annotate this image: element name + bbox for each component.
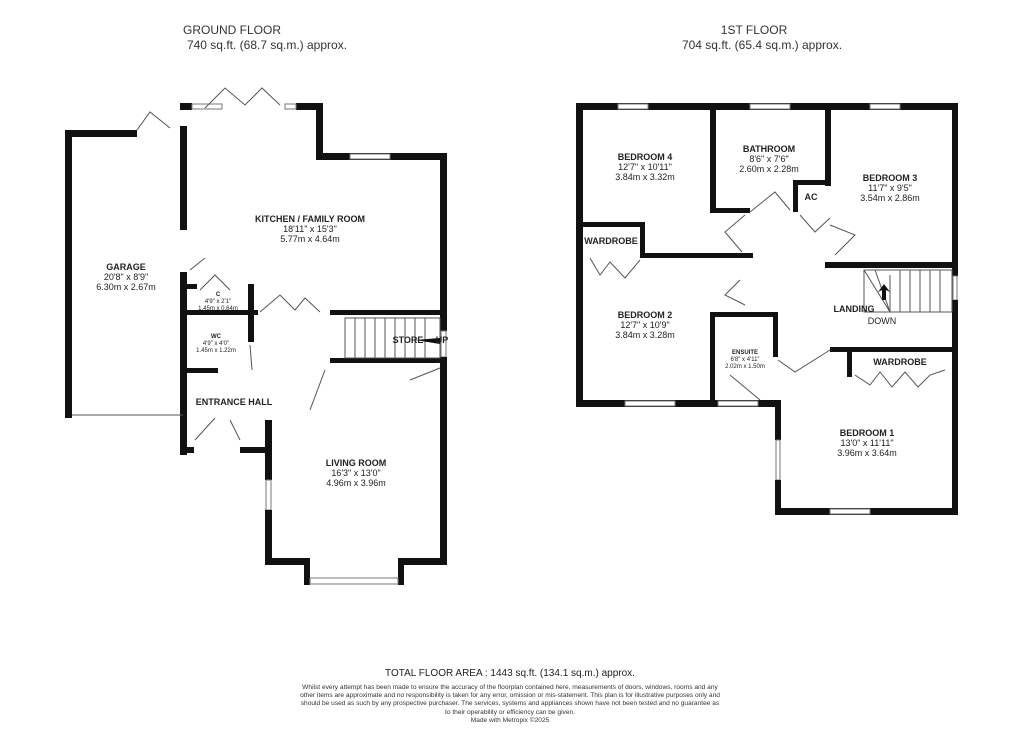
disclaimer: Whilst every attempt has been made to en… [300, 684, 720, 725]
room-label: 16'3" x 13'0" [331, 468, 380, 478]
ground-floor-title: GROUND FLOOR [183, 23, 281, 37]
room-label: WC [211, 334, 222, 340]
room-label: ENTRANCE HALL [196, 397, 273, 407]
first-floor-stairs [589, 191, 953, 401]
room-label: 6'8" x 4'11" [730, 357, 759, 363]
room-label: ENSUITE [732, 350, 758, 356]
room-label: 2.60m x 2.28m [739, 164, 799, 174]
room-label: 11'7" x 9'5" [868, 183, 912, 193]
room-label: UP [436, 335, 449, 345]
room-label: 4.96m x 3.96m [326, 478, 386, 488]
room-label: 4'9" x 2'1" [205, 299, 231, 305]
room-label: 8'6" x 7'6" [749, 154, 788, 164]
room-label: KITCHEN / FAMILY ROOM [255, 214, 365, 224]
ground-floor-area: 740 sq.ft. (68.7 sq.m.) approx. [187, 38, 347, 52]
room-label: BEDROOM 2 [618, 310, 673, 320]
room-label: AC [805, 192, 818, 202]
room-label: 3.84m x 3.28m [615, 330, 675, 340]
room-label: 12'7" x 10'9" [620, 320, 669, 330]
room-label: 13'0" x 11'11" [840, 438, 893, 448]
ground-floor-stairs [136, 87, 441, 441]
room-label: BEDROOM 3 [863, 173, 918, 183]
room-label: 2.02m x 1.50m [725, 364, 765, 370]
room-label: STORE [393, 335, 424, 345]
room-label: 3.54m x 2.86m [860, 193, 920, 203]
first-floor-area: 704 sq.ft. (65.4 sq.m.) approx. [682, 38, 842, 52]
disclaimer-text: Whilst every attempt has been made to en… [300, 684, 720, 716]
room-label: 1.45m x 0.64m [198, 306, 238, 312]
room-label: WARDROBE [873, 357, 927, 367]
room-label: 5.77m x 4.64m [280, 234, 340, 244]
credit: Made with Metropix ©2025 [470, 716, 550, 724]
room-label: 20'8" x 8'9" [104, 272, 148, 282]
room-label: 12'7" x 10'11" [618, 162, 672, 172]
room-label: 1.45m x 1.22m [196, 348, 236, 354]
room-label: LANDING [834, 304, 875, 314]
ground-floor-walls [65, 103, 447, 585]
ground-floor-labels: GARAGE 20'8" x 8'9" 6.30m x 2.67m KITCHE… [96, 214, 448, 488]
total-floor-area: TOTAL FLOOR AREA : 1443 sq.ft. (134.1 sq… [385, 668, 635, 679]
first-floor-labels: BEDROOM 4 12'7" x 10'11" 3.84m x 3.32m B… [584, 144, 927, 458]
room-label: BEDROOM 1 [840, 428, 895, 438]
room-label: 6.30m x 2.67m [96, 282, 156, 292]
room-label: DOWN [868, 316, 897, 326]
room-label: 4'9" x 4'0" [203, 341, 229, 347]
first-floor-title: 1ST FLOOR [721, 23, 788, 37]
room-label: BEDROOM 4 [618, 152, 673, 162]
room-label: 18'11" x 15'3" [283, 224, 337, 234]
room-label: WARDROBE [584, 236, 638, 246]
room-label: 3.84m x 3.32m [615, 172, 675, 182]
first-floor-walls [576, 103, 958, 515]
room-label: C [216, 292, 221, 298]
room-label: BATHROOM [743, 144, 795, 154]
room-label: LIVING ROOM [326, 458, 387, 468]
room-label: GARAGE [106, 262, 146, 272]
room-label: 3.96m x 3.64m [837, 448, 897, 458]
